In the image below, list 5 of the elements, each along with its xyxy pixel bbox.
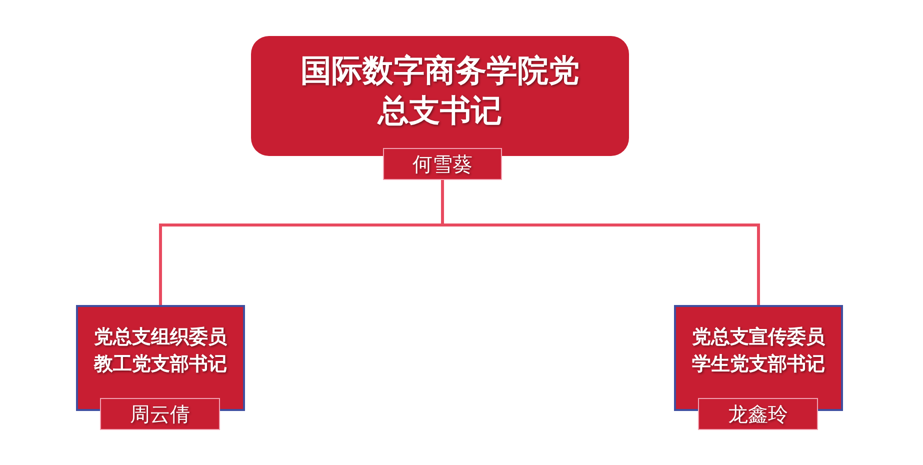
position-box: 国际数字商务学院党总支书记 <box>251 36 629 156</box>
connector-line <box>441 180 760 305</box>
name-tag: 周云倩 <box>100 398 220 430</box>
name-tag: 龙鑫玲 <box>698 398 818 430</box>
name-tag: 何雪葵 <box>383 148 502 180</box>
